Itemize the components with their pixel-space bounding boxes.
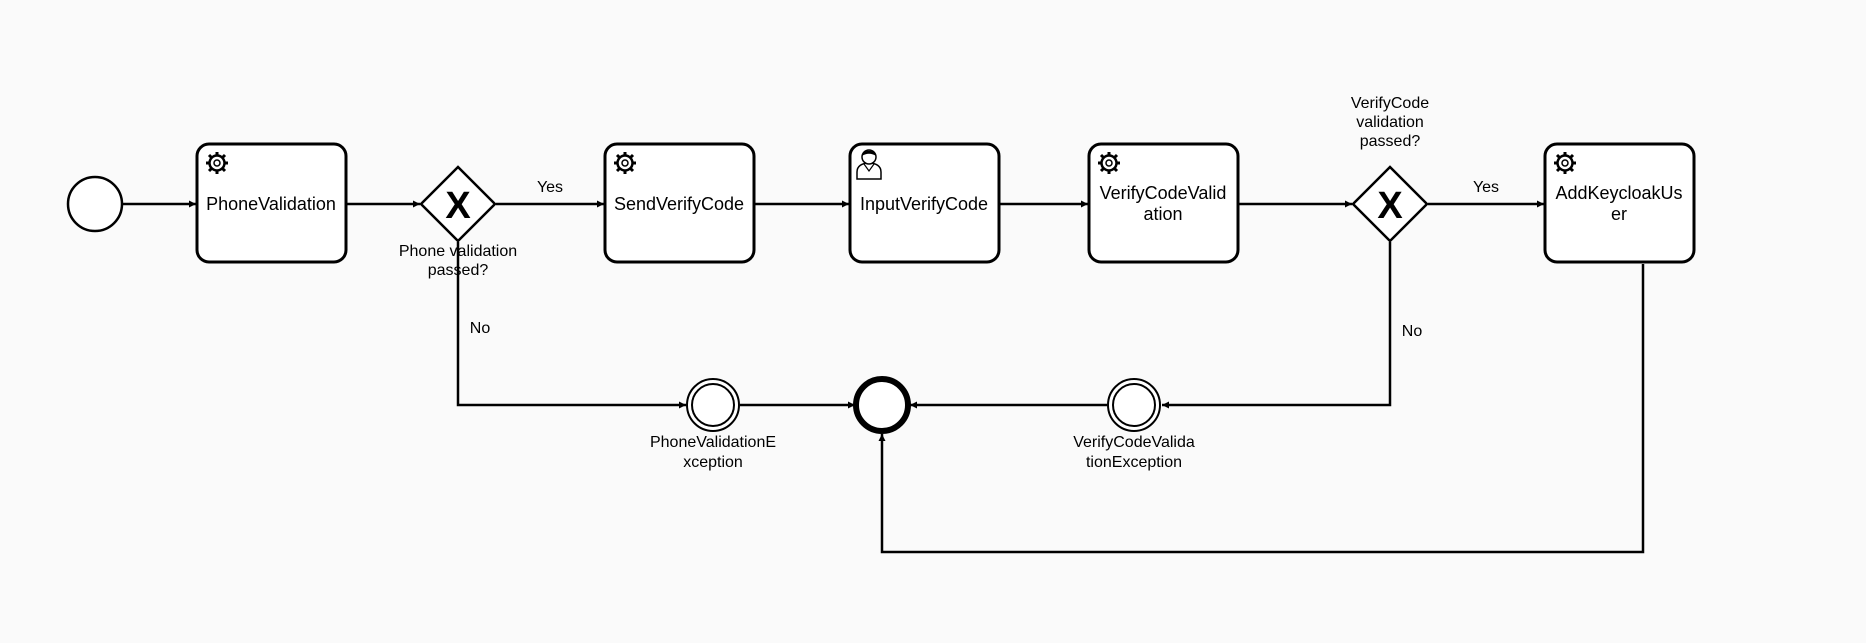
flow-label-phone-yes: Yes	[537, 179, 563, 196]
gear-icon	[612, 150, 638, 176]
task-label-line2: ation	[1143, 204, 1182, 224]
event-phone-exception-label-line1: PhoneValidationE	[650, 434, 776, 451]
flow-verify-no[interactable]	[1162, 242, 1392, 409]
task-input-verify-code[interactable]: InputVerifyCode	[848, 142, 1001, 264]
gateway-phone-label-line2: passed?	[428, 262, 489, 279]
flow-label-verify-no: No	[1402, 323, 1423, 340]
task-label: SendVerifyCode	[614, 194, 744, 214]
sequence-flows	[122, 200, 1645, 554]
exclusive-gateway-marker: X	[1377, 185, 1403, 227]
task-send-verify-code[interactable]: SendVerifyCode	[603, 142, 756, 264]
gateway-verify-code-validation[interactable]: X	[1351, 165, 1429, 243]
gateway-verify-label-line1: VerifyCode	[1351, 95, 1429, 112]
task-label: InputVerifyCode	[860, 194, 988, 214]
exclusive-gateway-marker: X	[445, 185, 471, 227]
task-verify-code-validation[interactable]: VerifyCodeValid ation	[1087, 142, 1240, 264]
task-label: PhoneValidation	[206, 194, 336, 214]
event-phone-validation-exception[interactable]	[686, 378, 740, 432]
task-label-line2: er	[1611, 204, 1627, 224]
flow-add-user-to-end[interactable]	[878, 264, 1645, 554]
event-phone-exception-label-line2: xception	[683, 454, 743, 471]
end-event[interactable]	[853, 376, 911, 434]
task-label-line1: AddKeycloakUs	[1555, 183, 1682, 203]
flow-phone-no[interactable]	[456, 242, 686, 409]
task-phone-validation[interactable]: PhoneValidation	[195, 142, 348, 264]
gear-icon	[1552, 150, 1578, 176]
event-verify-exception-label-line1: VerifyCodeValida	[1073, 434, 1195, 451]
flow-label-phone-no: No	[470, 320, 491, 337]
gear-icon	[204, 150, 230, 176]
flow-label-verify-yes: Yes	[1473, 179, 1499, 196]
event-verify-code-validation-exception[interactable]	[1107, 378, 1161, 432]
gateway-phone-validation[interactable]: X	[419, 165, 497, 243]
user-icon	[856, 149, 882, 180]
gateway-phone-label-line1: Phone validation	[399, 243, 517, 260]
start-event[interactable]	[66, 175, 124, 233]
event-verify-exception-label-line2: tionException	[1086, 454, 1182, 471]
gateway-verify-label-line3: passed?	[1360, 133, 1421, 150]
gear-icon	[1096, 150, 1122, 176]
gateway-verify-label-line2: validation	[1356, 114, 1424, 131]
task-label-line1: VerifyCodeValid	[1100, 183, 1227, 203]
task-add-keycloak-user[interactable]: AddKeycloakUs er	[1543, 142, 1696, 264]
